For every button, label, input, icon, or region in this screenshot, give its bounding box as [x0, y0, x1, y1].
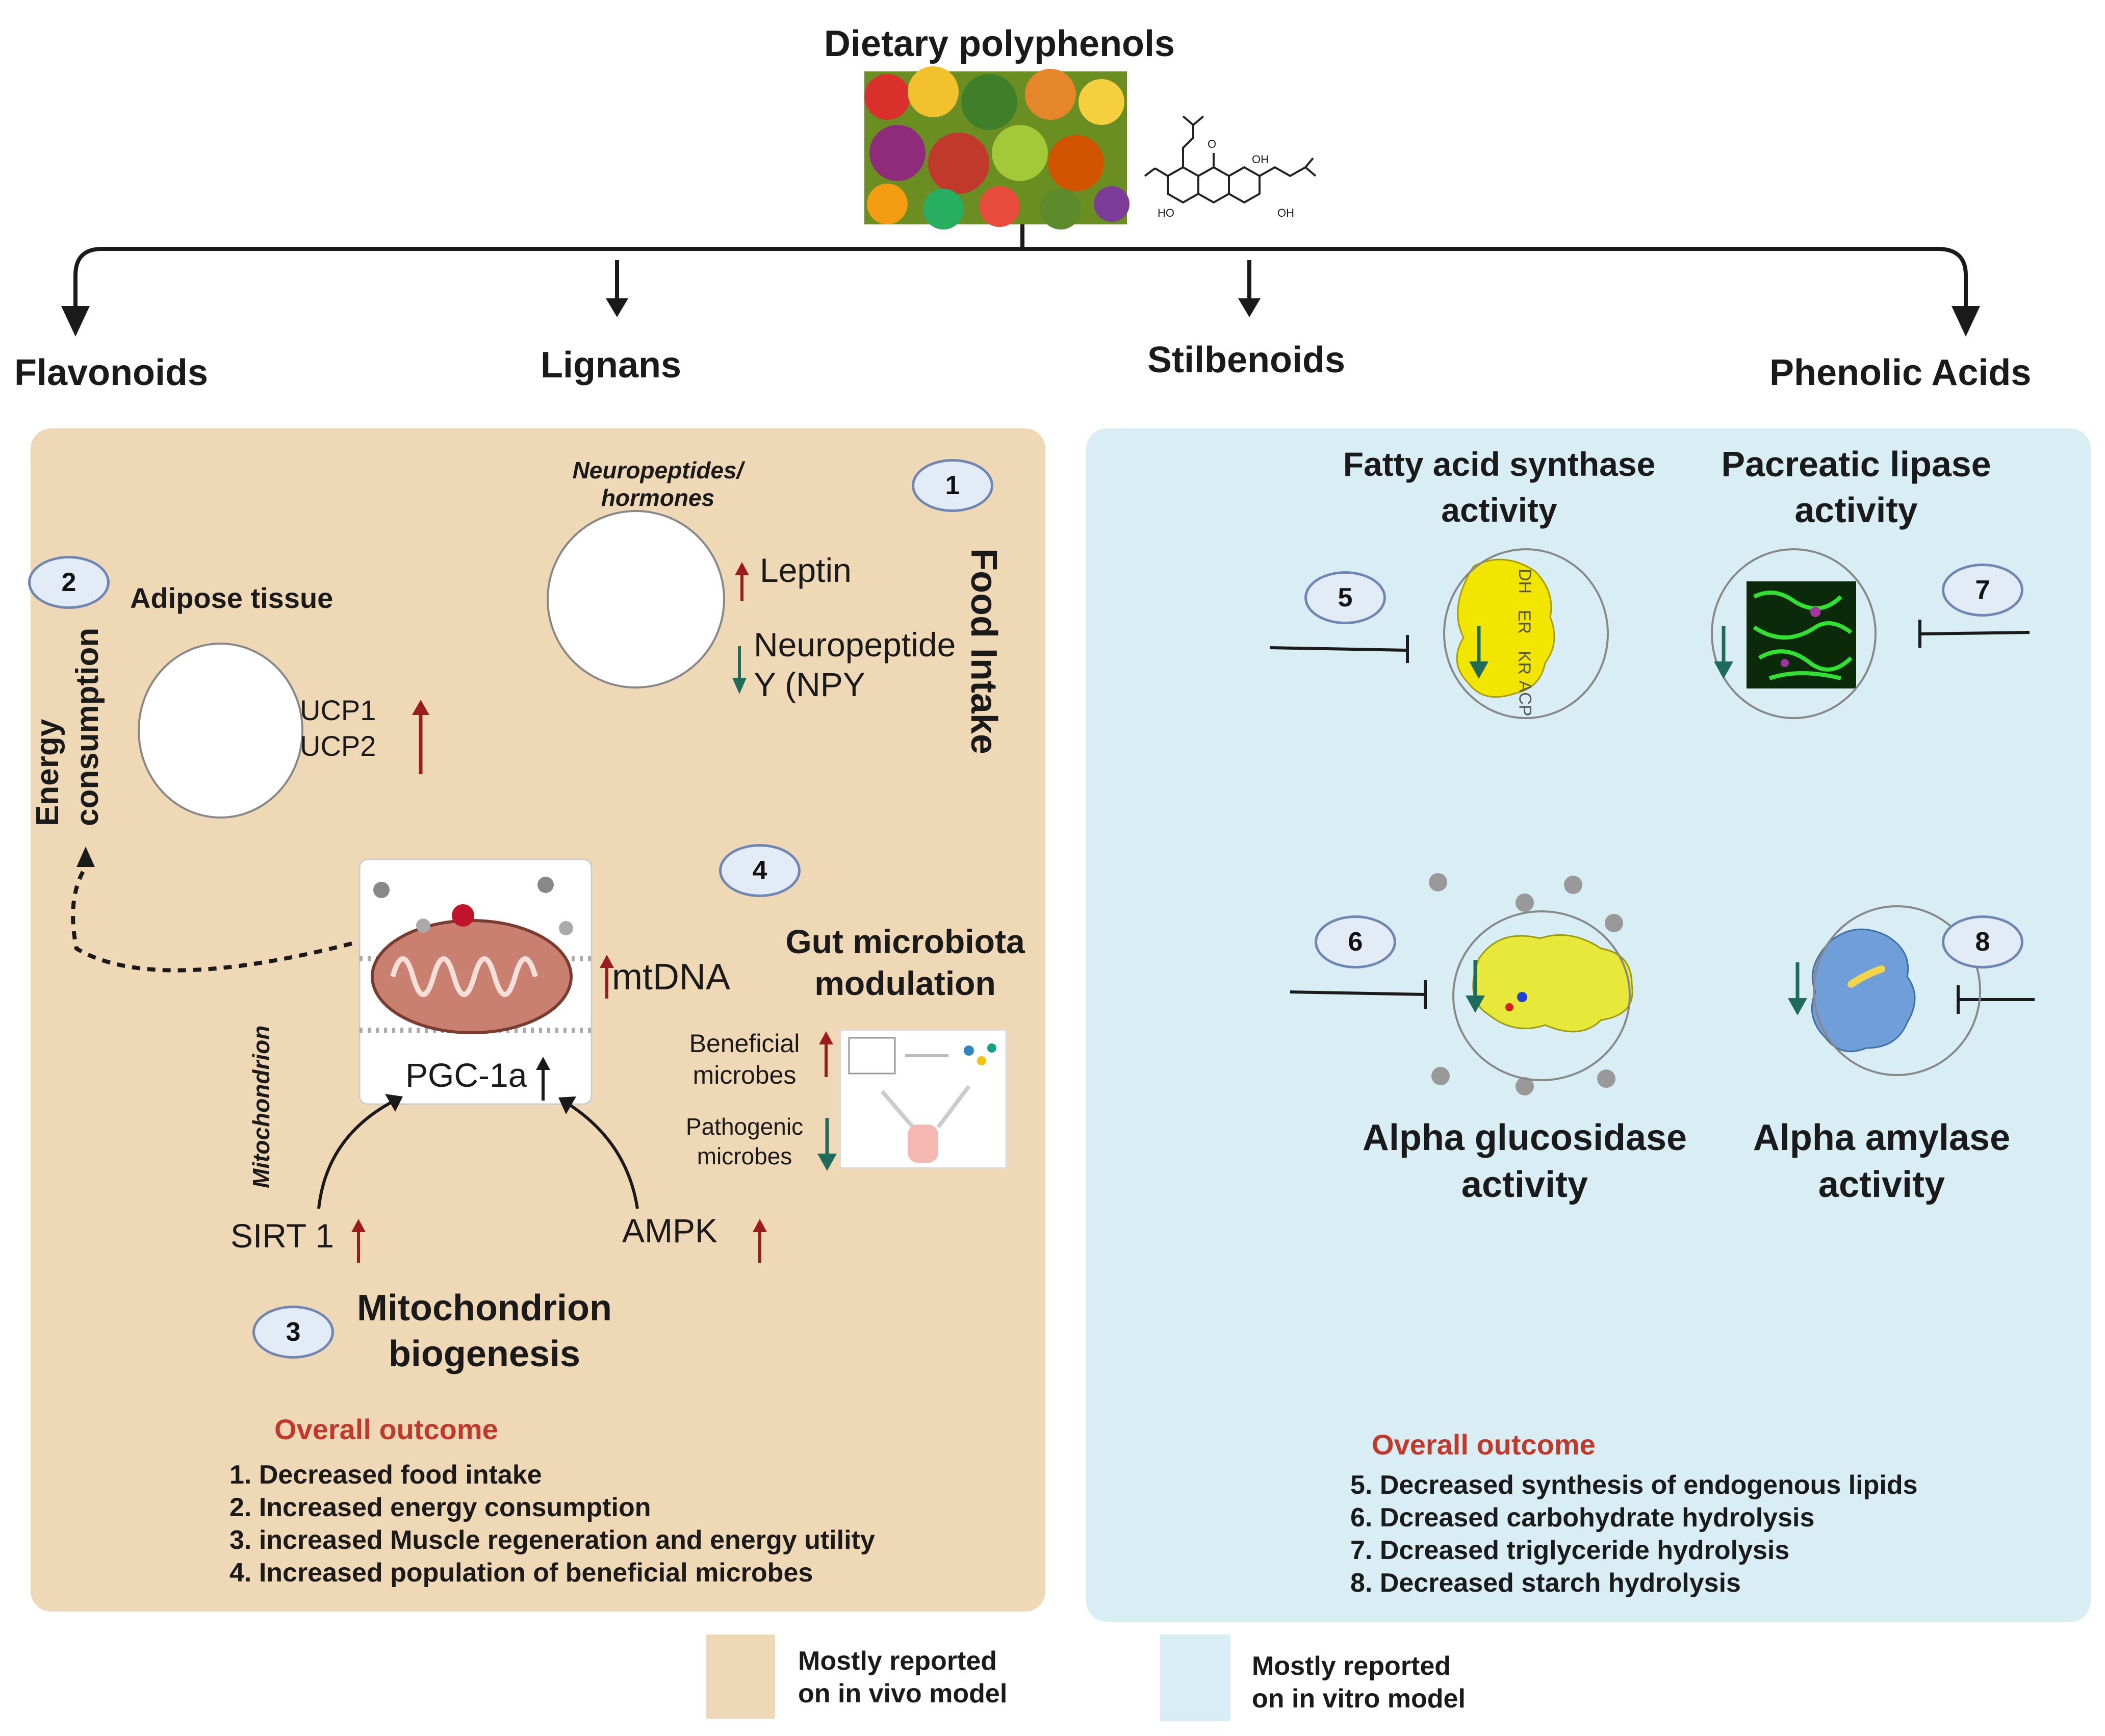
right-outcome-title: Overall outcome — [1372, 1428, 1596, 1461]
right-outcome-list: 5. Decreased synthesis of endogenous lip… — [1350, 1469, 1918, 1599]
fas-down-arrow — [1469, 626, 1488, 679]
molecule-label-oh-top: OH — [1252, 153, 1269, 166]
gut-microbiota-title: Gut microbiota modulation — [785, 923, 1025, 1002]
badge-4: 4 — [719, 844, 801, 897]
glucosidase-activity-title: Alpha glucosidase activity — [1362, 1117, 1687, 1205]
lipase-down-arrow — [1714, 626, 1733, 679]
energy-dashed-arrow — [71, 865, 352, 973]
legend-swatch-in-vivo — [706, 1635, 775, 1719]
molecule-label-oh-bottom: OH — [1277, 207, 1294, 219]
glucosidase-circle — [1452, 910, 1631, 1081]
legend-in-vivo-label: Mostly reported on in vivo model — [798, 1646, 1008, 1708]
pgc-label: PGC-1a — [405, 1056, 527, 1094]
ucp2-label: UCP2 — [300, 730, 376, 762]
glucosidase-down-arrow — [1466, 960, 1485, 1013]
ucp1-label: UCP1 — [300, 694, 376, 726]
food-intake-label: Food Intake — [963, 548, 1004, 755]
ampk-label: AMPK — [622, 1212, 718, 1249]
adipose-circle — [138, 643, 303, 819]
ucp-up-arrow — [412, 700, 429, 774]
brain-circle — [547, 510, 725, 688]
molecule-label-ho: HO — [1158, 207, 1174, 219]
badge-7: 7 — [1942, 564, 2023, 617]
badge-5: 5 — [1304, 571, 1386, 624]
badge-8: 8 — [1942, 915, 2023, 968]
mitochondrion-illustration — [358, 858, 593, 1105]
lipase-activity-title: Pacreatic lipase activity — [1721, 444, 1991, 530]
neuropeptides-label: Neuropeptides/ hormones — [572, 457, 743, 511]
mitochondrion-vertical-label: Mitochondrion — [248, 1025, 274, 1188]
amylase-circle — [1813, 905, 1981, 1076]
left-outcome-3: 3. increased Muscle regeneration and ene… — [229, 1525, 875, 1555]
beneficial-up-arrow — [819, 1031, 833, 1077]
classification-tree — [73, 224, 1968, 306]
diagram-title: Dietary polyphenols — [824, 23, 1175, 64]
mtdna-up-arrow — [600, 955, 614, 999]
food-image — [864, 66, 1129, 229]
left-outcome-4: 4. Increased population of beneficial mi… — [229, 1558, 813, 1588]
tree-arrowheads — [61, 298, 1980, 337]
mtdna-label: mtDNA — [612, 957, 730, 998]
fas-circle — [1443, 548, 1609, 719]
left-outcome-list: 1. Decreased food intake 2. Increased en… — [229, 1459, 875, 1589]
right-outcome-5: 5. Decreased synthesis of endogenous lip… — [1350, 1470, 1918, 1500]
left-outcome-2: 2. Increased energy consumption — [229, 1493, 651, 1522]
class-lignans: Lignans — [541, 345, 682, 386]
badge-2: 2 — [28, 556, 110, 609]
right-outcome-6: 6. Dcreased carbohydrate hydrolysis — [1350, 1503, 1815, 1533]
lipase-circle — [1711, 548, 1877, 719]
npy-label: Neuropeptide Y (NPY — [754, 626, 956, 703]
sirt-to-pgc-arrow — [317, 1100, 394, 1209]
fas-domain-kr: KR — [1514, 650, 1534, 675]
class-flavonoids: Flavonoids — [14, 352, 209, 393]
right-outcome-7: 7. Dcreased triglyceride hydrolysis — [1350, 1536, 1790, 1565]
pgc-up-arrow — [536, 1057, 550, 1101]
sirt1-label: SIRT 1 — [230, 1217, 334, 1255]
legend-swatch-in-vitro — [1160, 1635, 1230, 1721]
amylase-activity-title: Alpha amylase activity — [1753, 1117, 2011, 1205]
adipose-tissue-label: Adipose tissue — [130, 582, 333, 614]
leptin-up-arrow — [735, 562, 749, 601]
ampk-up-arrow — [753, 1219, 767, 1263]
inhibition-lines — [1269, 620, 2035, 1014]
badge-3: 3 — [252, 1306, 334, 1359]
molecule-label-o: O — [1208, 138, 1217, 150]
mitochondrion-biogenesis-title: Mitochondrion biogenesis — [357, 1288, 612, 1374]
beneficial-microbes-label: Beneficial microbes — [689, 1029, 800, 1089]
right-outcome-8: 8. Decreased starch hydrolysis — [1350, 1568, 1741, 1598]
left-outcome-1: 1. Decreased food intake — [229, 1460, 542, 1490]
fas-domain-dh: DH — [1515, 568, 1535, 594]
amylase-down-arrow — [1788, 962, 1807, 1015]
badge-1: 1 — [912, 459, 993, 512]
fas-domain-er: ER — [1514, 609, 1534, 634]
pathogenic-down-arrow — [817, 1118, 837, 1171]
sirt1-up-arrow — [351, 1219, 366, 1263]
class-phenolic-acids: Phenolic Acids — [1769, 352, 2032, 393]
left-outcome-title: Overall outcome — [274, 1413, 498, 1445]
badge-6: 6 — [1315, 915, 1396, 968]
xanthone-molecule — [1144, 115, 1317, 204]
energy-consumption-label: Energy consumption — [30, 627, 105, 826]
pathogenic-microbes-label: Pathogenic microbes — [685, 1113, 804, 1169]
glucosidase-substrate-dots — [1429, 873, 1623, 1095]
fas-activity-title: Fatty acid synthase activity — [1343, 445, 1656, 529]
ampk-to-pgc-arrow — [568, 1103, 639, 1209]
class-stilbenoids: Stilbenoids — [1147, 340, 1346, 380]
gut-microbiota-image — [839, 1029, 1007, 1169]
fas-domain-acp: ACP — [1515, 680, 1535, 717]
npy-down-arrow — [732, 646, 747, 694]
leptin-label: Leptin — [760, 551, 852, 589]
legend-in-vitro-label: Mostly reported on in vitro model — [1252, 1651, 1466, 1714]
